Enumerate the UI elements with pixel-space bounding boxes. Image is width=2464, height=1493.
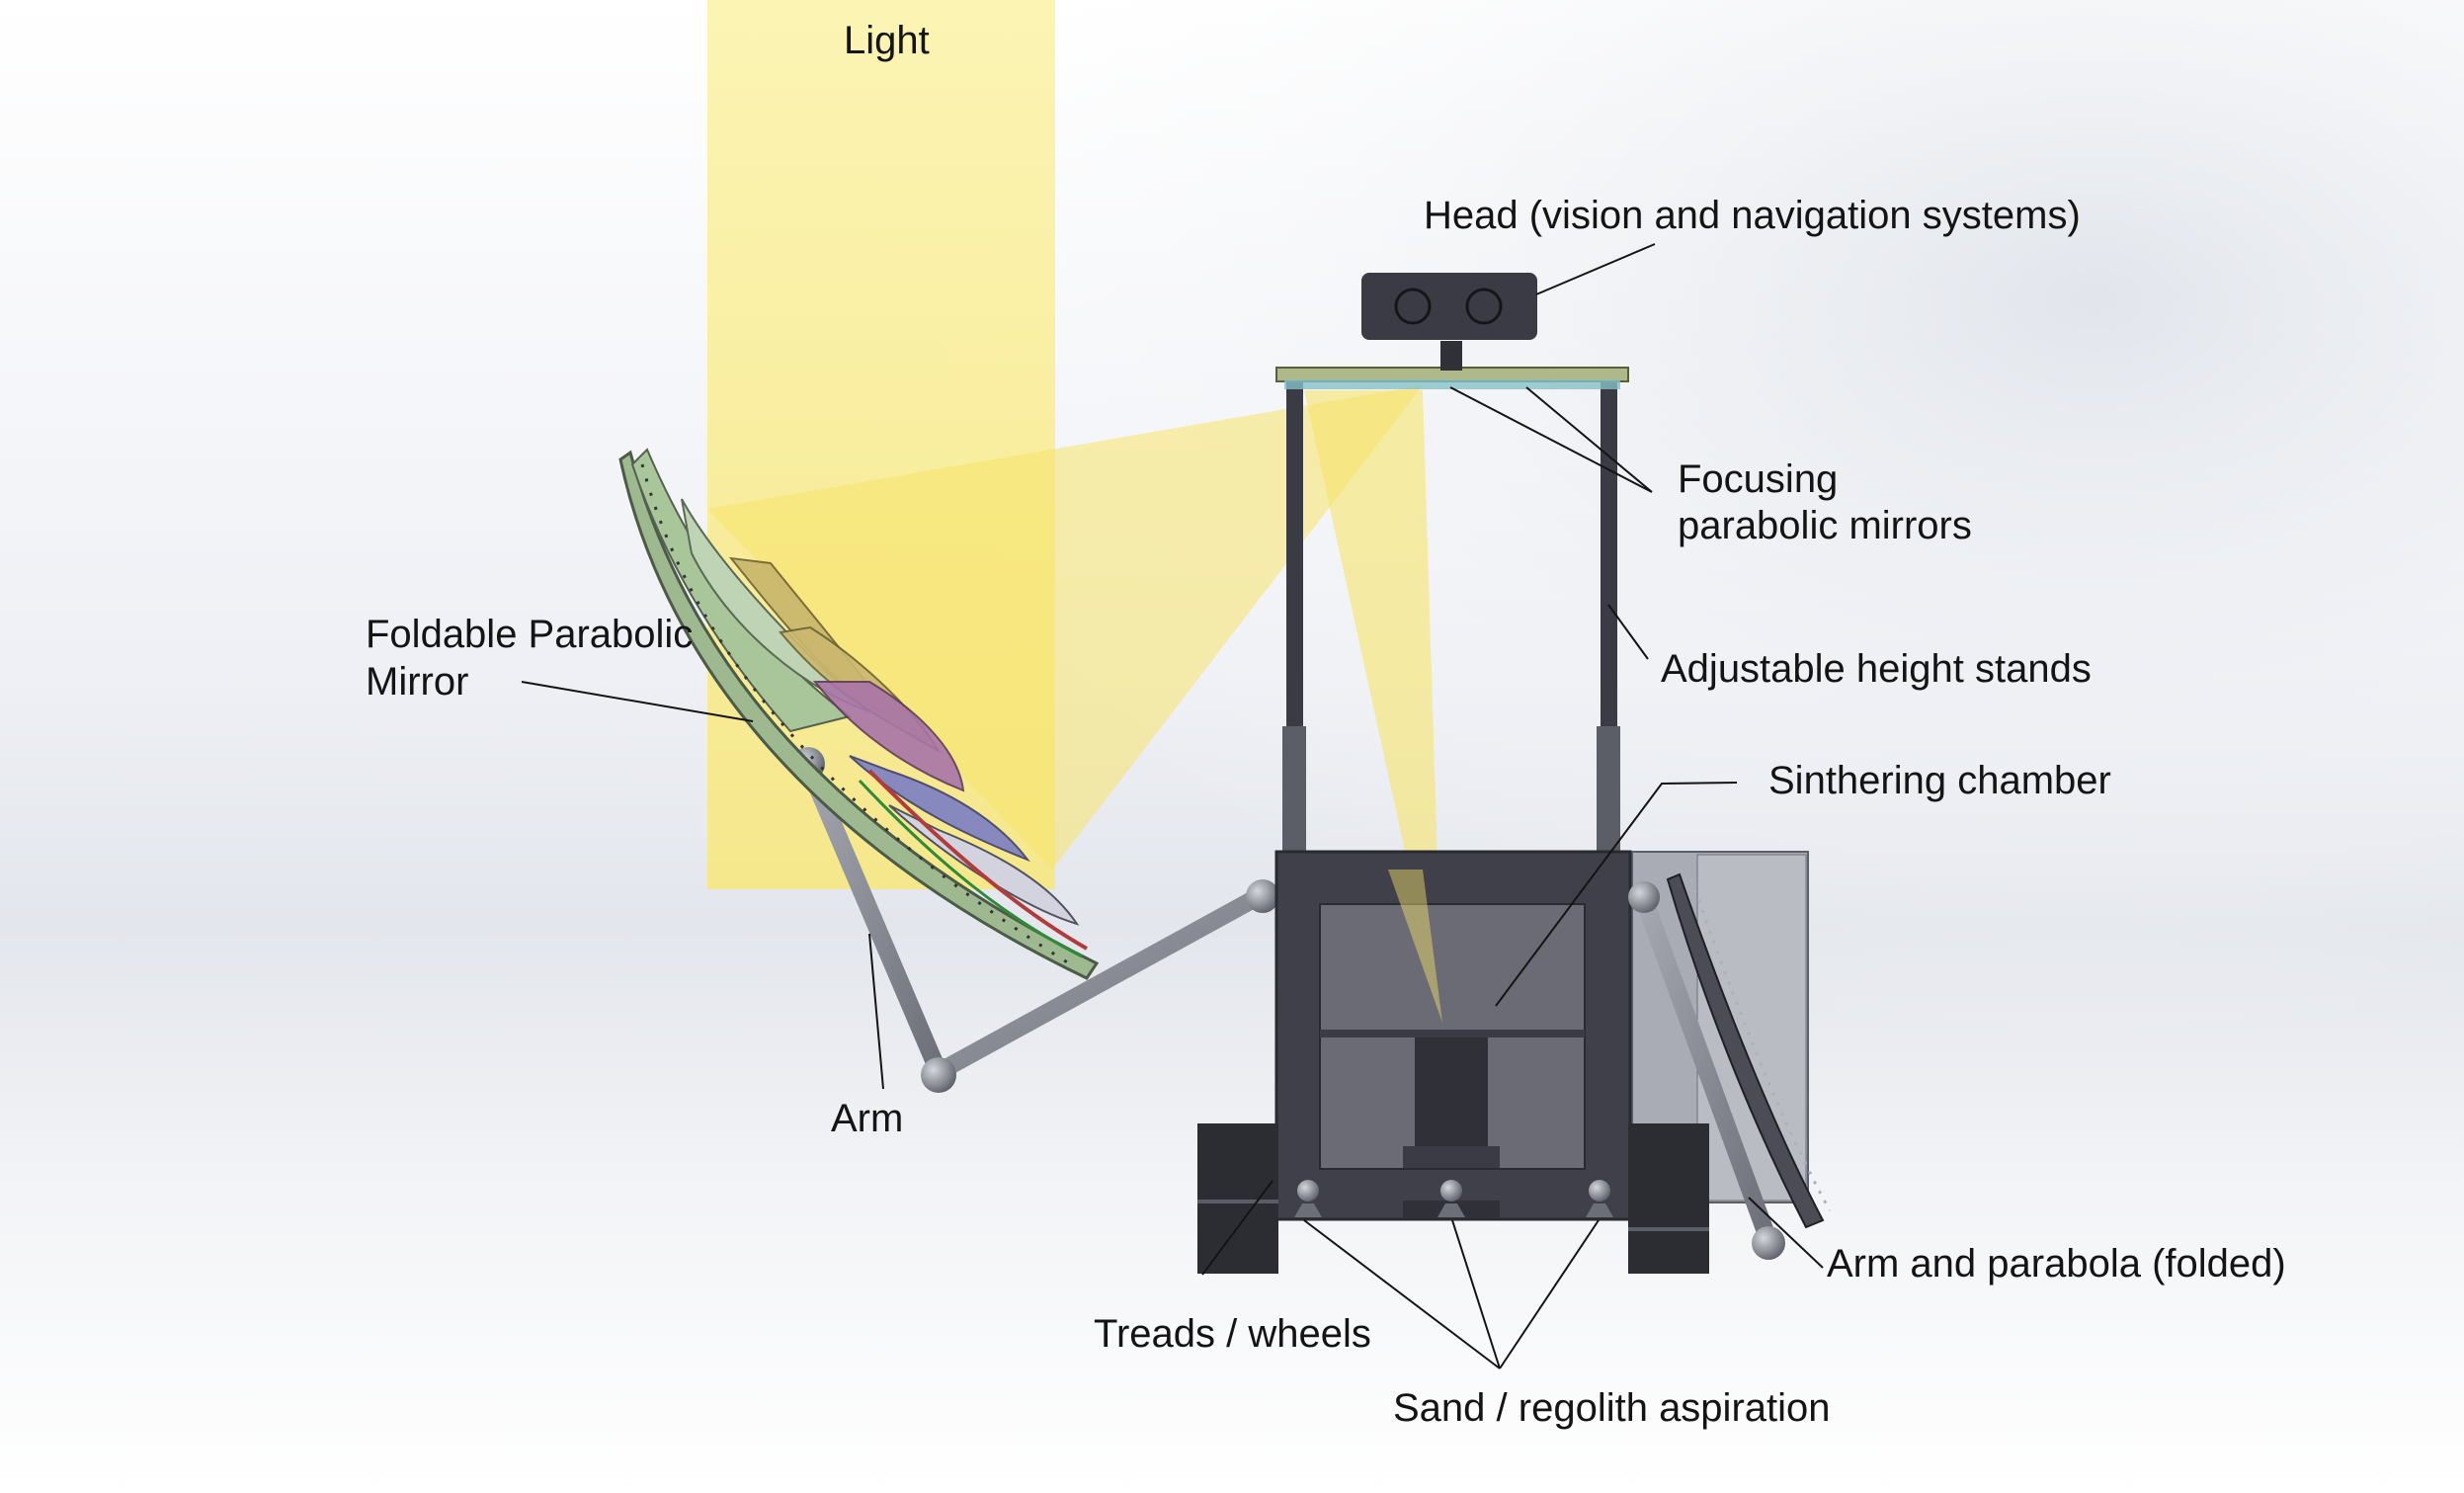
camera-lens-right [1465, 288, 1503, 325]
label-arm: Arm [831, 1097, 903, 1140]
leader-aspiration-2 [1451, 1219, 1501, 1369]
leader-folded [1748, 1197, 1824, 1269]
leader-head [1535, 243, 1656, 295]
aspiration-nozzles [1294, 1180, 1613, 1217]
folded-arm-and-parabola [1628, 872, 1832, 1260]
leader-focusing-2 [1525, 386, 1653, 493]
label-light: Light [844, 19, 930, 62]
label-stands: Adjustable height stands [1661, 647, 2092, 691]
label-foldable-line1: Foldable Parabolic [366, 613, 693, 656]
label-chamber: Sinthering chamber [1768, 759, 2111, 802]
vision-head [1361, 273, 1537, 371]
foldable-parabolic-mirror [618, 448, 1100, 980]
label-focusing-line2: parabolic mirrors [1678, 504, 1972, 547]
label-aspiration: Sand / regolith aspiration [1393, 1386, 1831, 1430]
leader-focusing-1 [1449, 386, 1653, 493]
tread-left [1197, 1123, 1278, 1274]
label-treads: Treads / wheels [1094, 1312, 1371, 1356]
side-panel-inner [1696, 854, 1807, 1202]
focusing-parabolic-mirrors [1275, 367, 1629, 389]
tread-right [1628, 1123, 1709, 1274]
leader-lines [521, 243, 1824, 1369]
arm-joint-elbow [921, 1057, 956, 1093]
camera-lens-left [1394, 288, 1432, 325]
adjustable-height-stands [1282, 380, 1620, 855]
label-folded: Arm and parabola (folded) [1827, 1242, 2286, 1286]
leader-stands [1607, 604, 1649, 660]
reflected-light-beam [707, 385, 1423, 870]
leader-chamber [1495, 782, 1738, 1007]
leader-treads [1201, 1180, 1273, 1276]
label-foldable-line2: Mirror [366, 660, 468, 704]
leader-aspiration-3 [1499, 1219, 1600, 1369]
arm-joint-base [1246, 879, 1279, 913]
leader-aspiration-1 [1303, 1219, 1501, 1369]
treads-wheels [1197, 1123, 1709, 1274]
label-head: Head (vision and navigation systems) [1424, 194, 2081, 237]
leader-foldable [521, 681, 754, 722]
sintering-chamber [1274, 850, 1632, 1221]
leader-arm [868, 933, 884, 1090]
label-focusing-line1: Focusing [1678, 457, 1838, 501]
focused-light-beam-inner [1388, 870, 1442, 1023]
